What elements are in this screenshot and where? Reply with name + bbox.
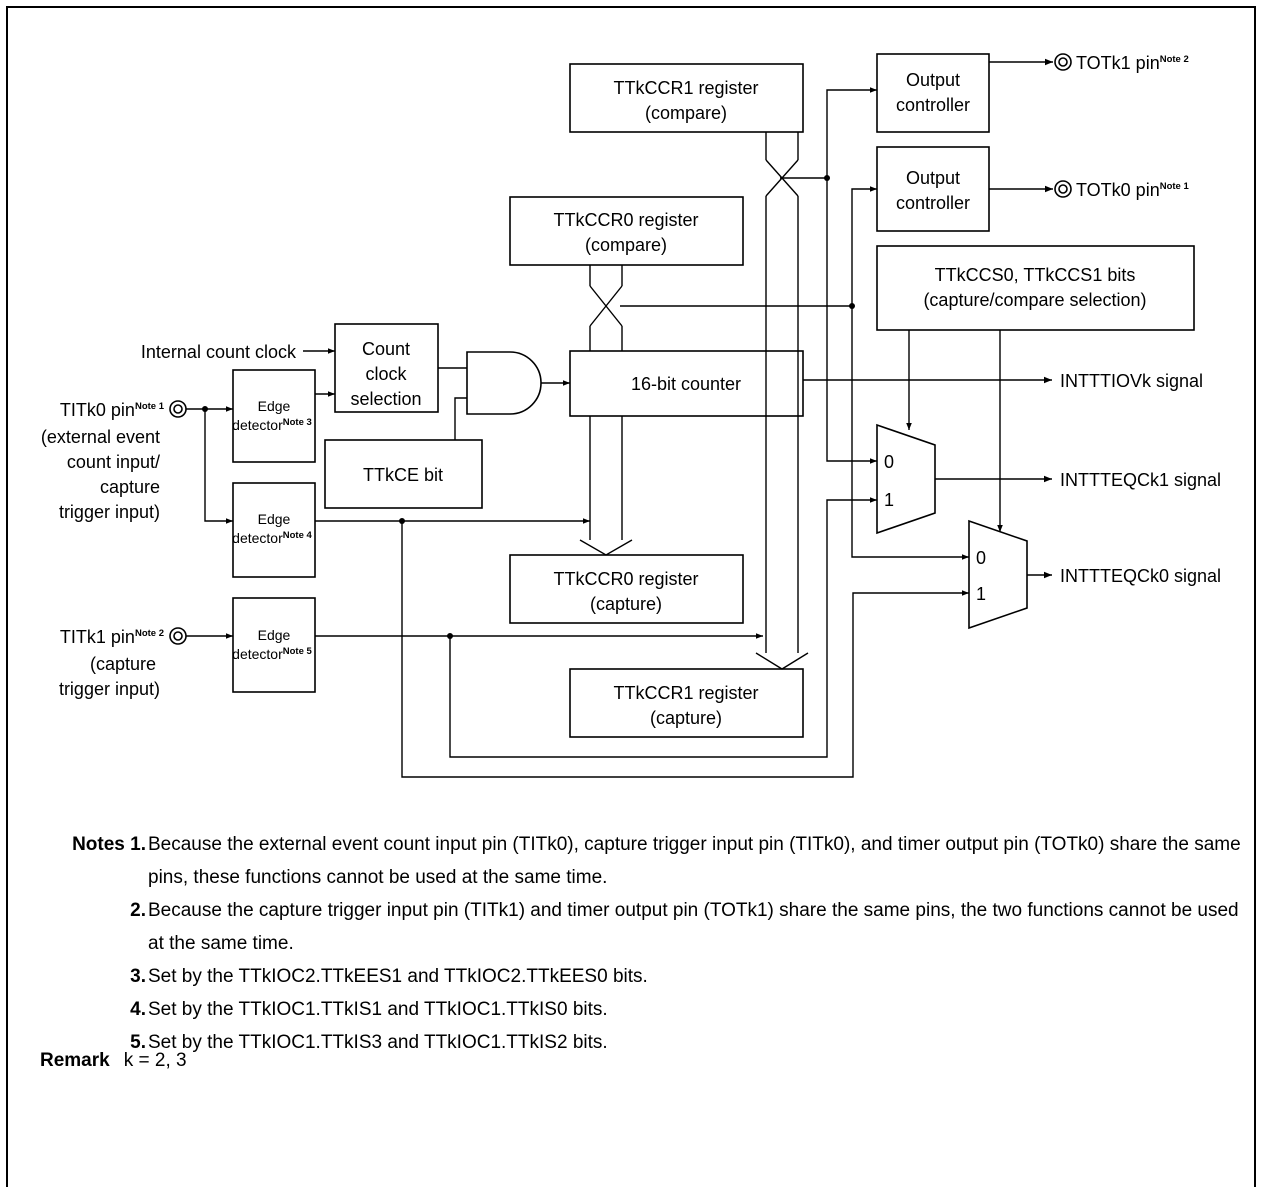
edge-detector-3-note: Note 3 (283, 417, 312, 428)
output-controller-0-line1: Output (906, 168, 960, 188)
ccr1-capture-subtitle: (capture) (650, 708, 722, 728)
titk0-desc-2: count input/ (67, 452, 160, 472)
titk1-desc-1: (capture (90, 654, 156, 674)
note-2-number: 2. (130, 900, 146, 921)
totk1-pin-circle (1054, 53, 1072, 71)
ccs-bits-title: TTkCCS0, TTkCCS1 bits (935, 265, 1136, 285)
edge-detector-3-line1: Edge (258, 398, 291, 414)
totk0-pin-circle (1054, 180, 1072, 198)
note-2: 2. Because the capture trigger input pin… (40, 894, 1250, 960)
mux-ck0 (968, 519, 1028, 630)
counter-label: 16-bit counter (631, 374, 741, 394)
and-gate (466, 351, 542, 415)
note-3-number: 3. (130, 966, 146, 987)
output-controller-1-box (876, 53, 990, 133)
edge-detector-3-line2: detector (232, 417, 283, 433)
svg-text:TITk0 pinNote 1: TITk0 pinNote 1 (60, 400, 165, 420)
mux-ck0-input-0: 0 (976, 548, 986, 568)
ccr1-capture-title: TTkCCR1 register (613, 683, 758, 703)
note-5-text: Set by the TTkIOC1.TTkIS3 and TTkIOC1.TT… (148, 1032, 608, 1053)
note-4-text: Set by the TTkIOC1.TTkIS1 and TTkIOC1.TT… (148, 999, 608, 1020)
mux-ck1-input-0: 0 (884, 452, 894, 472)
edge-detector-4-line2: detector (232, 530, 283, 546)
edge-detector-4-note: Note 4 (283, 530, 313, 541)
note-1-number: 1. (130, 834, 146, 855)
ce-bit-label: TTkCE bit (363, 465, 443, 485)
svg-text:TITk1 pinNote 2: TITk1 pinNote 2 (60, 627, 164, 647)
ccr1-compare-title: TTkCCR1 register (613, 78, 758, 98)
totk1-pin-label: TOTk1 pin (1076, 53, 1160, 73)
ccr0-capture-title: TTkCCR0 register (553, 569, 698, 589)
ccr1-compare-subtitle: (compare) (645, 103, 727, 123)
wiring (186, 58, 1053, 778)
note-3: 3. Set by the TTkIOC2.TTkEES1 and TTkIOC… (40, 960, 1250, 993)
titk0-desc-3: capture (100, 477, 160, 497)
intteqck1-label: INTTTEQCk1 signal (1060, 470, 1221, 490)
edge-detector-3-box (232, 369, 316, 463)
note-3-text: Set by the TTkIOC2.TTkEES1 and TTkIOC2.T… (148, 966, 648, 987)
note-2-text: Because the capture trigger input pin (T… (148, 900, 1239, 954)
count-clock-line1: Count (362, 339, 410, 359)
titk0-pin-label: TITk0 pin (60, 400, 135, 420)
titk0-desc-1: (external event (41, 427, 160, 447)
mux-ck1-input-1: 1 (884, 490, 894, 510)
titk1-pin-note: Note 2 (135, 628, 164, 639)
note-4-number: 4. (130, 999, 146, 1020)
svg-text:detectorNote 4: detectorNote 4 (232, 530, 312, 546)
ccs-bits-subtitle: (capture/compare selection) (923, 290, 1146, 310)
figure-frame (6, 6, 1256, 1187)
titk0-desc-4: trigger input) (59, 502, 160, 522)
remark-text: k = 2, 3 (123, 1050, 187, 1071)
notes-section: Notes 1. Because the external event coun… (40, 828, 1250, 1059)
ccr0-capture-subtitle: (capture) (590, 594, 662, 614)
titk1-desc-2: trigger input) (59, 679, 160, 699)
ce-bit-box (324, 439, 483, 509)
ccs-bits-box (876, 245, 1195, 331)
output-controller-1-line2: controller (896, 95, 970, 115)
internal-clock-label: Internal count clock (141, 342, 297, 362)
totk0-pin-note: Note 1 (1160, 181, 1190, 192)
svg-text:TOTk1 pinNote 2: TOTk1 pinNote 2 (1076, 53, 1189, 73)
titk1-pin-label: TITk1 pin (60, 627, 135, 647)
edge-detector-4-box (232, 482, 316, 578)
edge-detector-5-note: Note 5 (283, 646, 313, 657)
ccr0-compare-box (509, 196, 744, 266)
edge-detector-4-line1: Edge (258, 511, 291, 527)
note-5: 5. Set by the TTkIOC1.TTkIS3 and TTkIOC1… (40, 1026, 1250, 1059)
count-clock-line2: clock (365, 364, 407, 384)
intteqck0-label: INTTTEQCk0 signal (1060, 566, 1221, 586)
remark-label: Remark (40, 1050, 110, 1071)
svg-text:detectorNote 3: detectorNote 3 (232, 417, 312, 433)
count-clock-line3: selection (350, 389, 421, 409)
notes-heading: Notes (72, 834, 125, 855)
ccr0-capture-box (509, 554, 744, 624)
output-controller-1-line1: Output (906, 70, 960, 90)
ccr0-compare-subtitle: (compare) (585, 235, 667, 255)
timer-block-diagram: TTkCCR1 register (compare) Output contro… (41, 53, 1221, 778)
note-4: 4. Set by the TTkIOC1.TTkIS1 and TTkIOC1… (40, 993, 1250, 1026)
svg-text:TOTk0 pinNote 1: TOTk0 pinNote 1 (1076, 180, 1189, 200)
edge-detector-5-line2: detector (232, 646, 283, 662)
mux-ck1 (876, 423, 936, 535)
note-5-number: 5. (130, 1032, 146, 1053)
titk1-pin-circle (169, 627, 187, 645)
totk1-pin-note: Note 2 (1160, 54, 1189, 65)
output-controller-0-box (876, 146, 990, 232)
junction-dots (202, 175, 855, 639)
ccr1-capture-box (569, 668, 804, 738)
edge-detector-5-box (232, 597, 316, 693)
mux-ck0-input-1: 1 (976, 584, 986, 604)
remark: Remark k = 2, 3 (40, 1050, 187, 1072)
ccr1-compare-box (569, 63, 804, 133)
titk0-pin-circle (169, 400, 187, 418)
titk0-pin-note: Note 1 (135, 401, 165, 412)
note-1: Notes 1. Because the external event coun… (40, 828, 1250, 894)
note-1-text: Because the external event count input p… (148, 834, 1241, 888)
edge-detector-5-line1: Edge (258, 627, 291, 643)
totk0-pin-label: TOTk0 pin (1076, 180, 1160, 200)
intttiov-label: INTTTIOVk signal (1060, 371, 1203, 391)
output-controller-0-line2: controller (896, 193, 970, 213)
svg-text:detectorNote 5: detectorNote 5 (232, 646, 312, 662)
ccr0-compare-title: TTkCCR0 register (553, 210, 698, 230)
